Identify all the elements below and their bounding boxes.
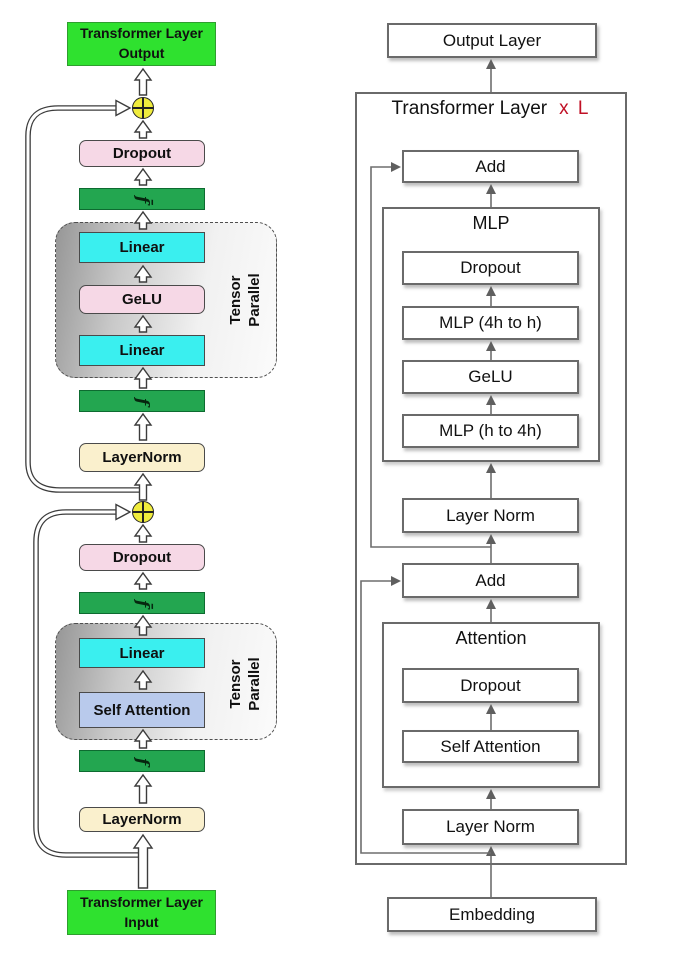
self-attention-box-left: Self Attention xyxy=(79,692,205,728)
add-box-top: Add xyxy=(402,150,579,183)
output-layer-label: Output Layer xyxy=(442,30,542,50)
tensor-parallel-line1: Tensor xyxy=(227,659,245,709)
embedding-box: Embedding xyxy=(387,897,597,932)
mlp-dropout-box: Dropout xyxy=(402,251,579,285)
f-symbol-icon: f xyxy=(132,397,153,405)
add-box-bottom: Add xyxy=(402,563,579,598)
transformer-layer-output-box: Transformer Layer Output xyxy=(67,22,216,66)
layer-norm-label: Layer Norm xyxy=(446,505,535,525)
embedding-label: Embedding xyxy=(448,904,535,924)
attention-dropout-label: Dropout xyxy=(460,675,521,695)
transformer-layer-output-line1: Transformer Layer xyxy=(80,25,203,42)
transformer-layer-input-line2: Input xyxy=(124,913,159,930)
layer-norm-box-bottom: Layer Norm xyxy=(402,809,579,845)
tensor-parallel-line1: Tensor xyxy=(227,275,245,325)
attention-dropout-box: Dropout xyxy=(402,668,579,703)
dropout-box-mlp: Dropout xyxy=(79,140,205,167)
dropout-label: Dropout xyxy=(112,549,172,566)
gbar-comm-op-mlp: f̄ xyxy=(79,188,205,210)
dropout-label: Dropout xyxy=(112,145,172,162)
add-circle-mlp-icon xyxy=(132,97,154,119)
mlp-container-title: MLP xyxy=(472,213,510,233)
add-label: Add xyxy=(475,156,506,176)
transformer-layer-title: Transformer Layer x L xyxy=(355,98,627,120)
layer-norm-box-top: Layer Norm xyxy=(402,498,579,533)
layernorm-label: LayerNorm xyxy=(102,449,182,466)
layernorm-box-mlp: LayerNorm xyxy=(79,443,205,472)
gbar-symbol-icon: f̄ xyxy=(132,195,153,203)
times-l-label: x L xyxy=(559,98,591,119)
attention-container-title: Attention xyxy=(455,628,527,648)
gbar-comm-op-attn: f̄ xyxy=(79,592,205,614)
f-symbol-icon: f xyxy=(132,757,153,765)
transformer-layer-input-box: Transformer Layer Input xyxy=(67,890,216,935)
add-circle-attn-icon xyxy=(132,501,154,523)
linear-label: Linear xyxy=(119,644,165,662)
tensor-parallel-line2: Parallel xyxy=(246,273,263,327)
tensor-parallel-label-attn: Tensor Parallel xyxy=(221,614,271,754)
transformer-layer-input-line1: Transformer Layer xyxy=(80,893,203,910)
transformer-layer-output-line2: Output xyxy=(118,45,165,61)
linear-box-mlp-bottom: Linear xyxy=(79,335,205,366)
self-attention-label: Self Attention xyxy=(440,736,541,756)
self-attention-box-right: Self Attention xyxy=(402,730,579,763)
layernorm-box-attn: LayerNorm xyxy=(79,807,205,832)
mlp-h-to-4h-box: MLP (h to 4h) xyxy=(402,414,579,448)
add-label: Add xyxy=(475,570,506,590)
linear-box-mlp-top: Linear xyxy=(79,232,205,263)
gbar-symbol-icon: f̄ xyxy=(132,599,153,607)
linear-label: Linear xyxy=(119,342,165,359)
tensor-parallel-label-mlp: Tensor Parallel xyxy=(221,230,271,370)
self-attention-label: Self Attention xyxy=(93,701,191,719)
mlp-4h-to-h-label: MLP (4h to h) xyxy=(439,313,542,332)
f-comm-op-attn: f xyxy=(79,750,205,772)
layer-norm-label: Layer Norm xyxy=(446,817,535,836)
mlp-dropout-label: Dropout xyxy=(460,258,521,277)
mlp-gelu-box: GeLU xyxy=(402,360,579,394)
linear-label: Linear xyxy=(119,239,165,256)
layernorm-label: LayerNorm xyxy=(102,811,182,828)
mlp-h-to-4h-label: MLP (h to 4h) xyxy=(439,421,542,440)
mlp-4h-to-h-box: MLP (4h to h) xyxy=(402,306,579,340)
dropout-box-attn: Dropout xyxy=(79,544,205,571)
tensor-parallel-line2: Parallel xyxy=(246,657,263,711)
gelu-label: GeLU xyxy=(121,291,162,308)
transformer-layer-title-text: Transformer Layer xyxy=(391,98,548,119)
f-comm-op-mlp: f xyxy=(79,390,205,412)
output-layer-box: Output Layer xyxy=(387,23,597,58)
gelu-box: GeLU xyxy=(79,285,205,314)
mlp-gelu-label: GeLU xyxy=(468,367,513,386)
linear-box-attn: Linear xyxy=(79,638,205,668)
